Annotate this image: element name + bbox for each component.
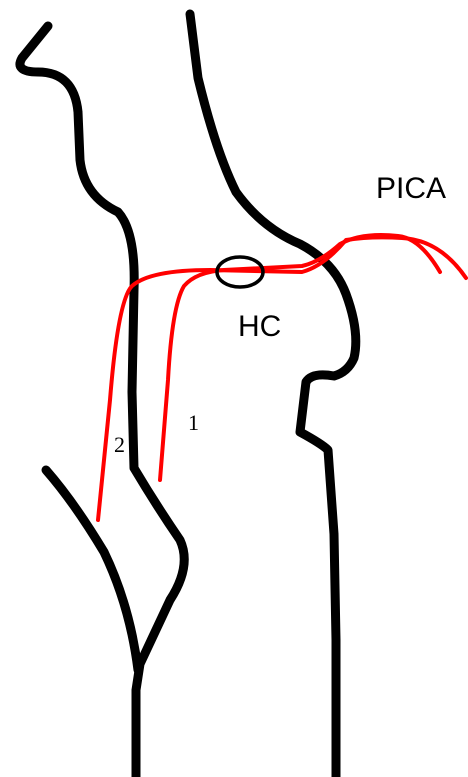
- artery-course-2: [98, 237, 466, 520]
- right-structure-outline: [190, 14, 356, 777]
- course-2-label: 2: [114, 432, 125, 457]
- hc-label: HC: [238, 310, 281, 343]
- course-1-label: 1: [188, 410, 199, 435]
- left-structure-outline: [20, 26, 184, 777]
- left-lower-branch: [46, 470, 138, 670]
- pica-label: PICA: [376, 172, 446, 205]
